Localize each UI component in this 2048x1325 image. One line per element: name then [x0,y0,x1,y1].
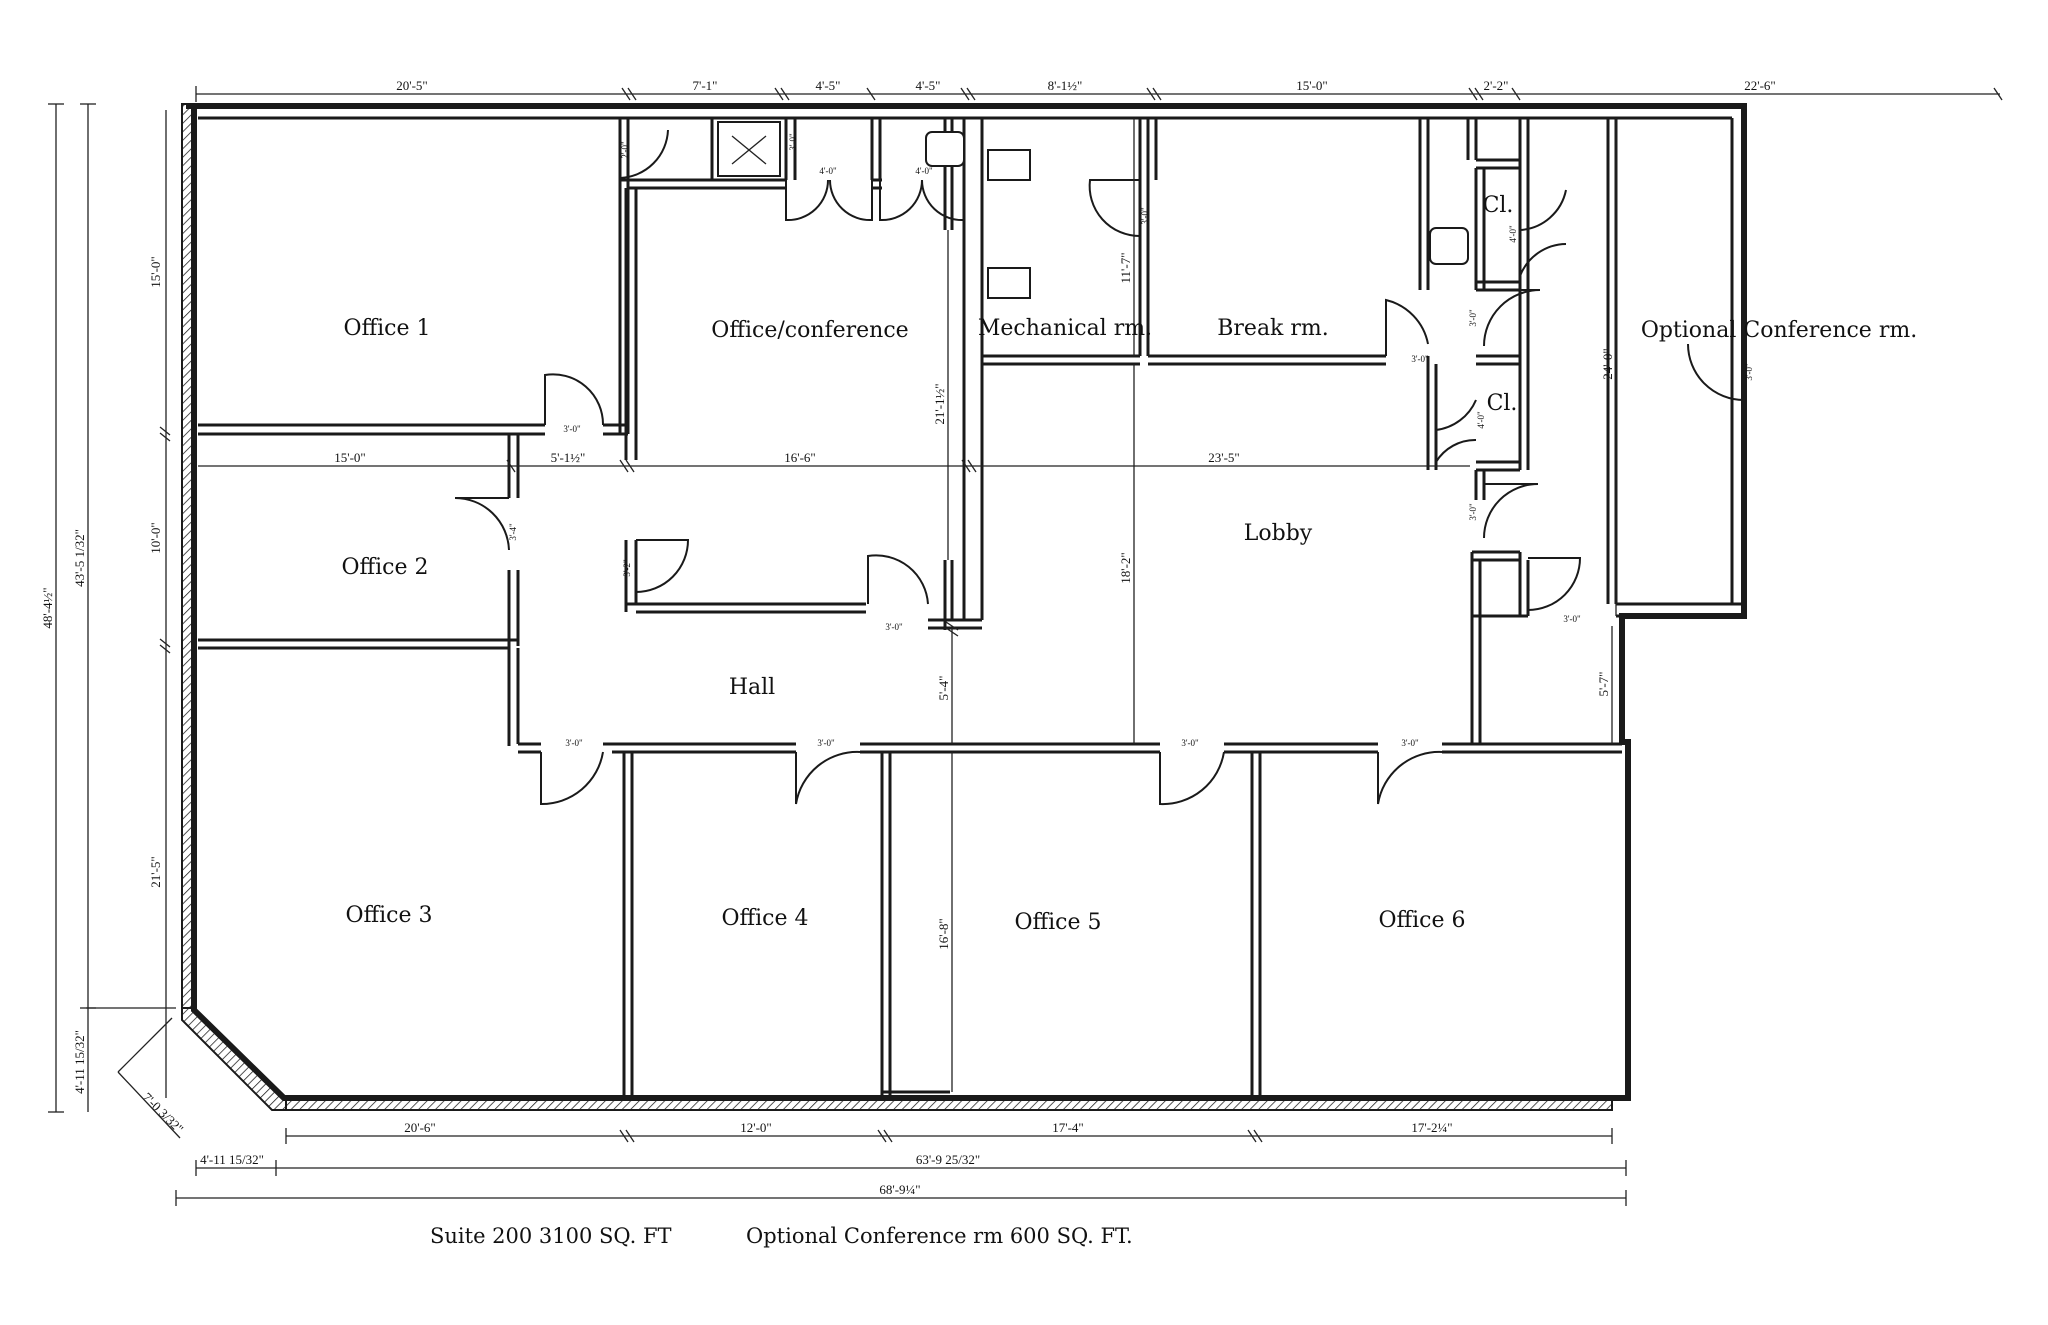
dim-interior-0: 15'-0" [334,450,365,465]
dim-right-hall: 5'-7" [1596,672,1611,697]
room-optional-conference: Optional Conference rm. [1641,318,1917,343]
door-dim-12: 3'-0" [1411,354,1429,364]
door-dim-7: 3'-0" [1181,738,1199,748]
interior-dimensions: 15'-0" 5'-1½" 16'-6" 23'-5" 21'-1½" 11'-… [198,118,1617,1092]
dim-top-2: 4'-5" [816,78,841,93]
room-office-6: Office 6 [1378,908,1465,933]
dim-bottom-corner: 4'-11 15/32" [200,1152,264,1167]
door-dim-6: 3'-0" [817,738,835,748]
door-dim-5: 3'-0" [565,738,583,748]
door-dim-20: 2'-0" [620,141,630,159]
dim-top-5: 15'-0" [1296,78,1327,93]
footer: Suite 200 3100 SQ. FT Optional Conferenc… [430,1224,1133,1248]
room-labels: Office 1 Office/conference Mechanical rm… [341,193,1917,935]
dim-hall-height: 5'-4" [936,676,951,701]
water-heater-icon-2 [987,267,1031,299]
door-dim-8: 3'-0" [1401,738,1419,748]
dim-interior-3: 23'-5" [1208,450,1239,465]
door-dim-19: 4'-0" [1476,411,1486,429]
door-dim-13: 3'-0" [1744,363,1754,381]
dim-corner-diag: 7'-0 3/32" [140,1089,187,1136]
door-dim-2: 3'-4" [508,523,518,541]
dim-bottom-3: 17'-2¼" [1411,1120,1452,1135]
dim-office5-height: 16'-8" [936,918,951,949]
room-office-2: Office 2 [341,555,428,580]
sink-icon [925,131,965,167]
interior-walls [198,118,1744,1098]
dim-office-conf-height: 21'-1½" [932,383,947,424]
dim-top-3: 4'-5" [916,78,941,93]
door-dim-1: 3'-0" [563,424,581,434]
dim-left-0: 15'-0" [148,256,163,287]
room-office-1: Office 1 [343,316,430,341]
top-dimension-line: 20'-5" 7'-1" 4'-5" 4'-5" 8'-1½" 15'-0" 2… [195,78,2003,102]
dim-bottom-overall: 68'-9¼" [879,1182,920,1197]
dim-top-0: 20'-5" [396,78,427,93]
dim-top-4: 8'-1½" [1048,78,1083,93]
room-break: Break rm. [1217,316,1329,341]
door-dim-16: 4'-0" [819,166,837,176]
door-dim-18: 4'-0" [1508,225,1518,243]
dim-overall-left-outer: 48'-4½" [40,587,55,628]
dim-corner-left: 4'-11 15/32" [72,1030,87,1094]
dim-bottom-0: 20'-6" [404,1120,435,1135]
doors [454,125,1745,806]
room-office-5: Office 5 [1014,910,1101,935]
room-mechanical: Mechanical rm. [978,316,1152,341]
dim-overall-left-inner: 43'-5 1/32" [72,529,87,587]
dim-interior-2: 16'-6" [784,450,815,465]
door-dim-14: 3'-0" [1140,207,1150,225]
footer-suite: Suite 200 3100 SQ. FT [430,1224,672,1248]
door-dim-3: 3'-2" [622,559,632,577]
room-office-4: Office 4 [721,906,808,931]
dim-top-1: 7'-1" [693,78,718,93]
water-heater-icon [987,149,1031,181]
dim-optional-conf-height: 24'-0" [1600,348,1615,379]
dim-interior-1: 5'-1½" [551,450,586,465]
left-dimension-lines: 48'-4½" 43'-5 1/32" 4'-11 15/32" 15'-0" … [40,103,187,1139]
dim-bottom-mid: 63'-9 25/32" [916,1152,980,1167]
door-dim-15: 3'-0" [788,133,798,151]
dim-top-7: 22'-6" [1744,78,1775,93]
utility-sink-icon [1429,227,1469,265]
door-dim-17: 4'-0" [915,166,933,176]
room-hall: Hall [729,675,775,700]
footer-optional: Optional Conference rm 600 SQ. FT. [746,1224,1133,1248]
dim-bottom-2: 17'-4" [1052,1120,1083,1135]
room-lobby: Lobby [1244,521,1313,546]
dim-lobby-height: 18'-2" [1118,552,1133,583]
door-dimensions: 3'-0" 3'-4" 3'-2" 3'-0" 3'-0" 3'-0" 3'-0… [508,133,1754,748]
fixtures [717,121,1469,299]
door-dim-11: 3'-0" [1468,309,1478,327]
dim-left-2: 21'-5" [148,856,163,887]
room-office-3: Office 3 [345,903,432,928]
door-dim-9: 3'-0" [1563,614,1581,624]
dim-mechanical-height: 11'-7" [1118,253,1133,284]
door-dim-4: 3'-0" [885,622,903,632]
dim-bottom-1: 12'-0" [740,1120,771,1135]
door-dim-10: 3'-0" [1468,503,1478,521]
room-closet-2: Cl. [1487,391,1518,416]
bottom-dimension-lines: 20'-6" 12'-0" 17'-4" 17'-2¼" 4'-11 15/32… [175,1120,1627,1206]
room-office-conference: Office/conference [711,318,908,343]
dim-left-1: 10'-0" [148,522,163,553]
storage-box-icon [717,121,781,177]
room-closet-1: Cl. [1483,193,1514,218]
dim-top-6: 2'-2" [1484,78,1509,93]
